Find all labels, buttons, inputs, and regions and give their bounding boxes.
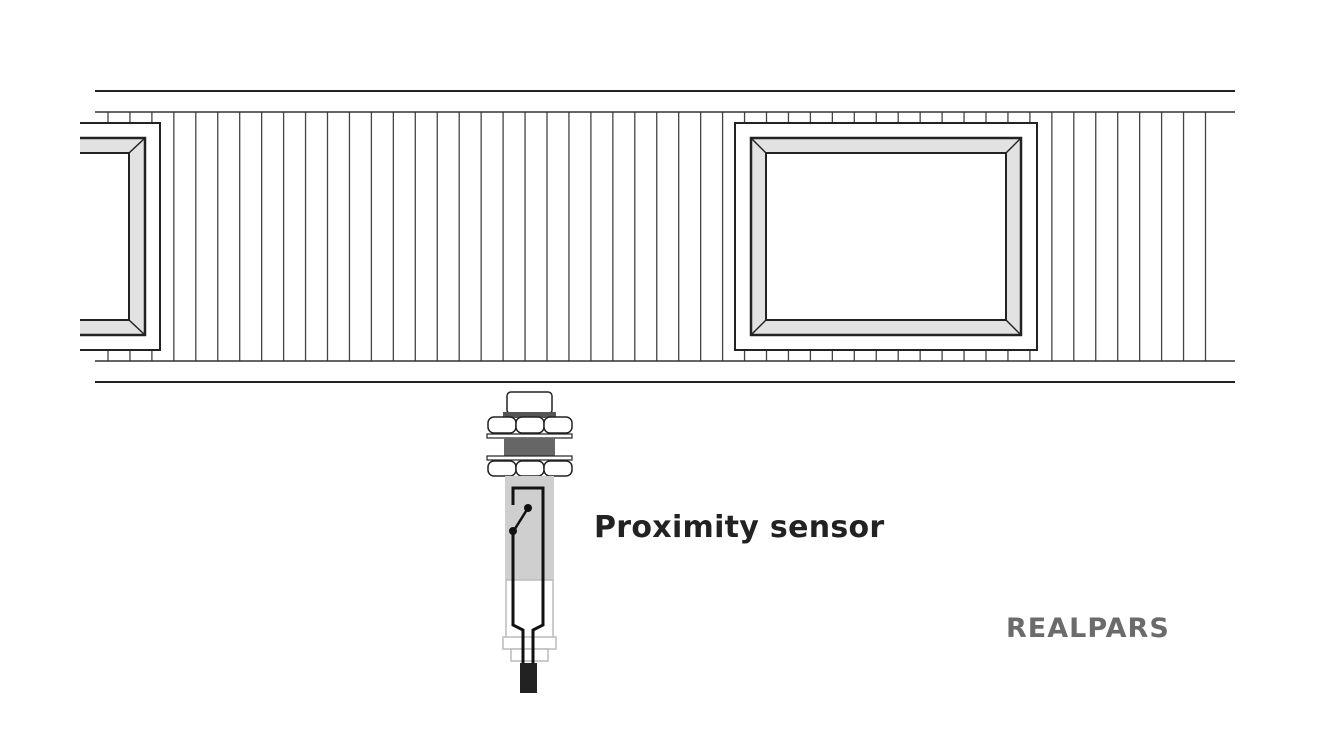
box-left — [0, 115, 161, 355]
sensor-label: Proximity sensor — [594, 510, 885, 545]
realpars-logo: REALPARS — [1006, 613, 1170, 644]
sensor-switch-circuit — [511, 486, 545, 665]
sensor-cable — [520, 663, 537, 693]
sensor-face — [506, 391, 553, 415]
box-right — [734, 122, 1038, 351]
proximity-sensor — [486, 391, 573, 693]
conveyor-rollers — [107, 112, 1207, 361]
